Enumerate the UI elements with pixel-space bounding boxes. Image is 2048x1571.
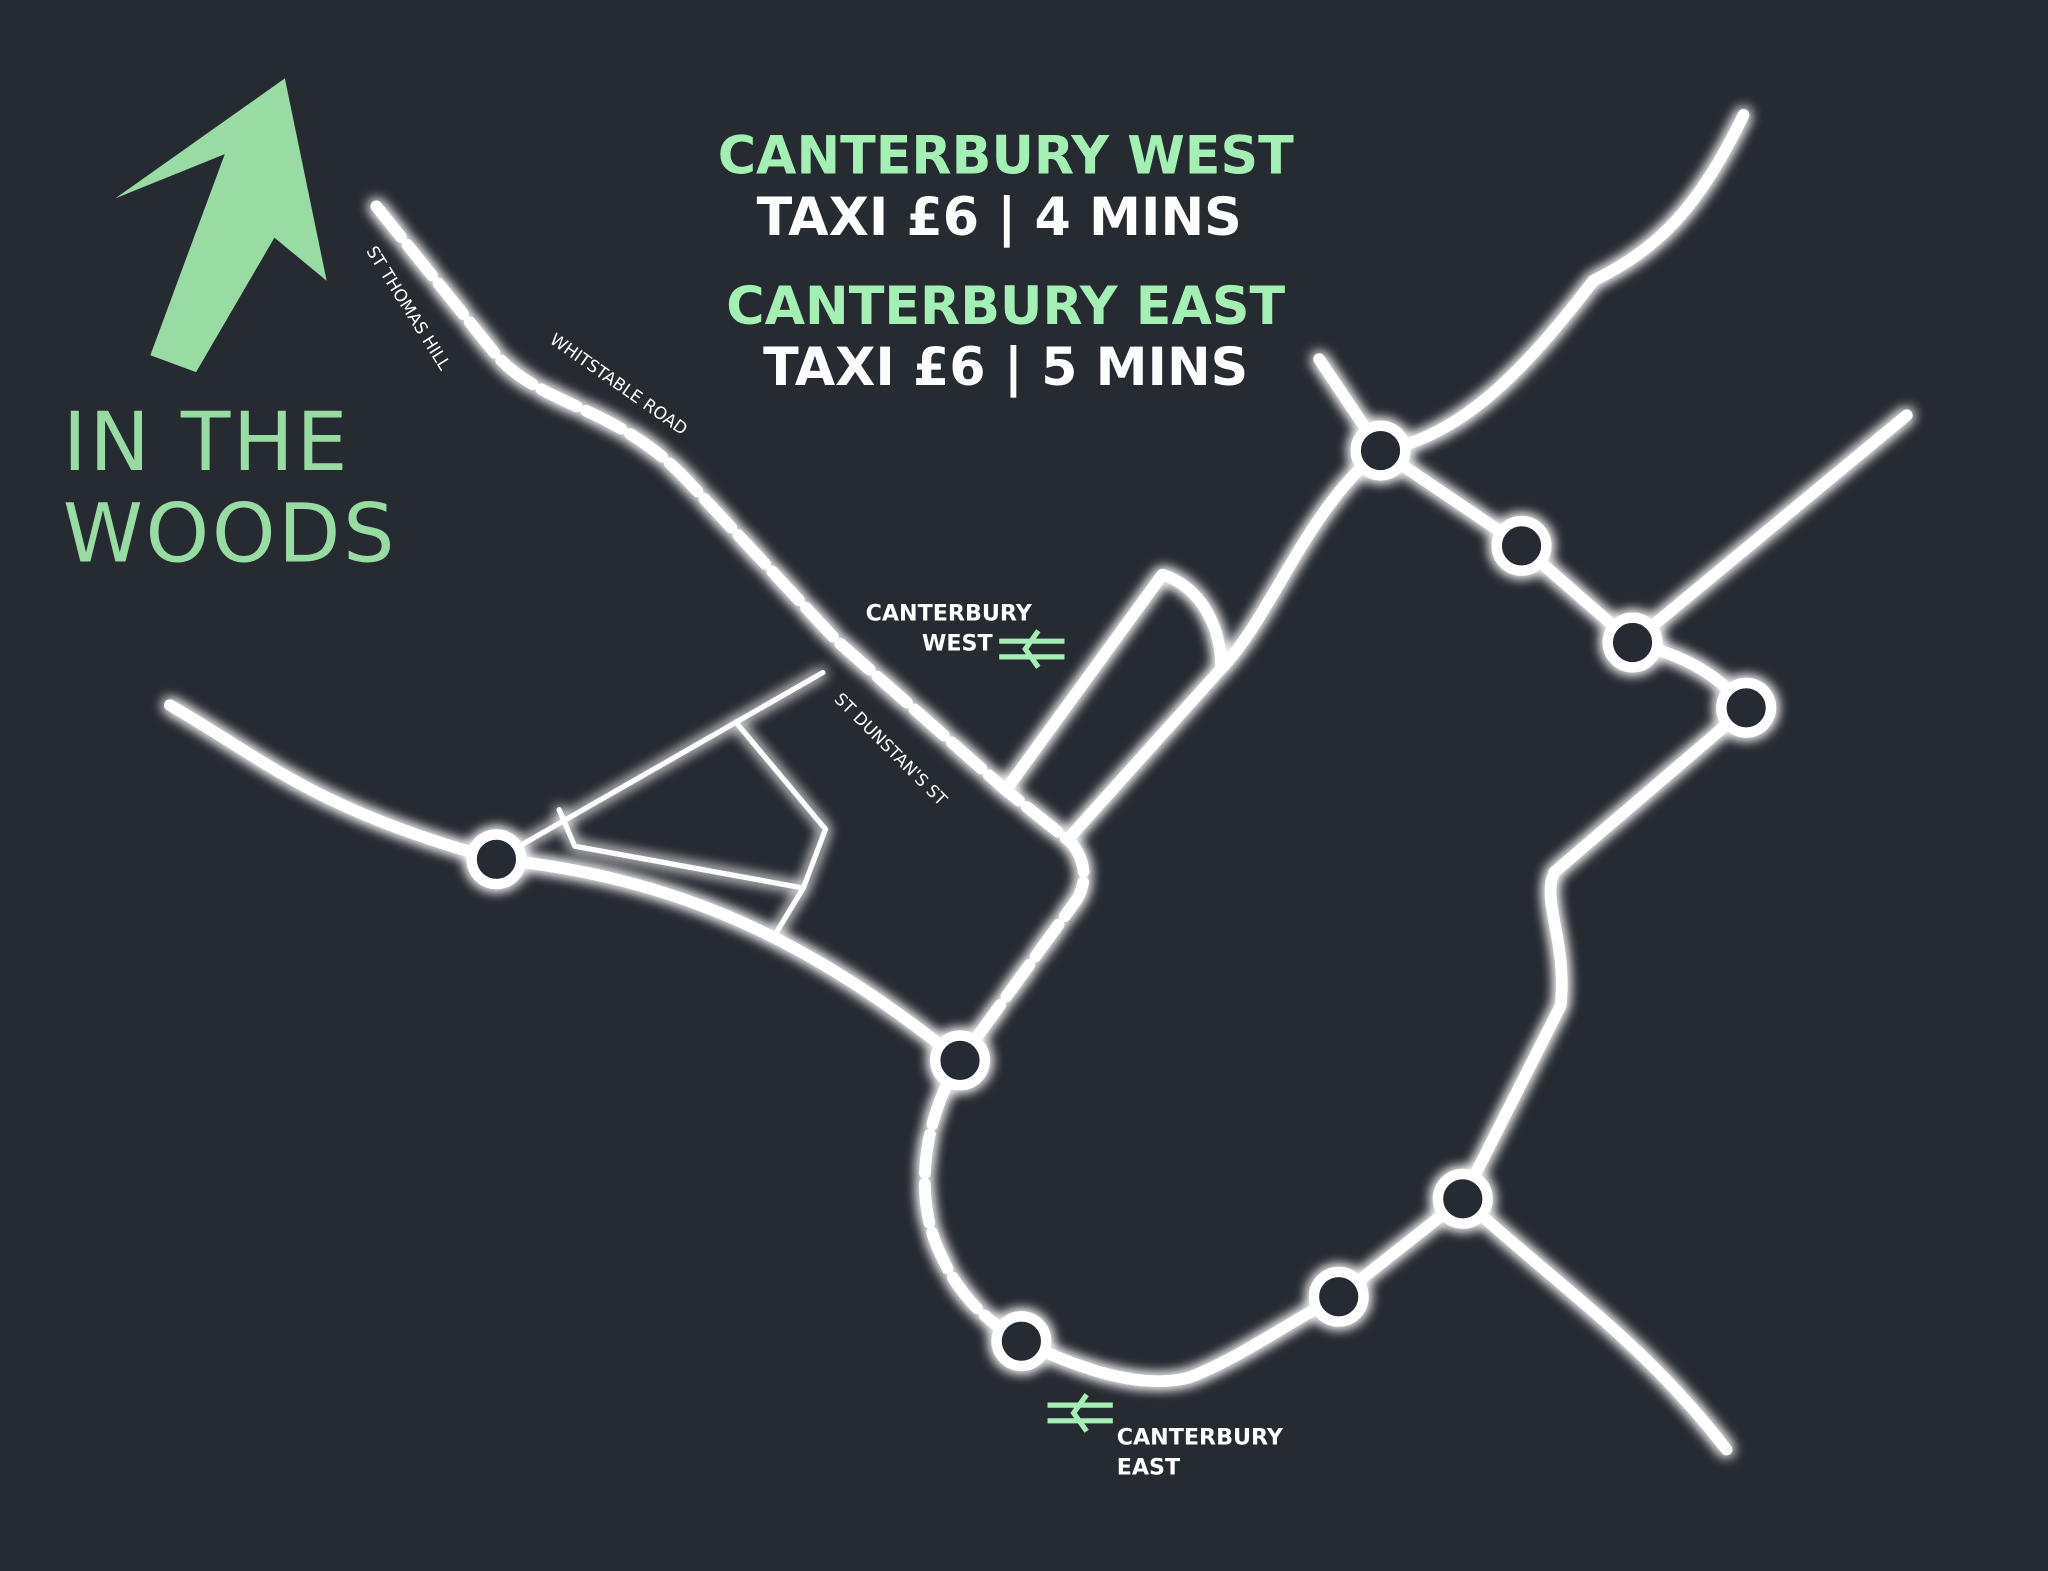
roundabout xyxy=(1491,515,1552,576)
road-network xyxy=(164,109,1913,1456)
route-path xyxy=(370,200,1090,1348)
rail-icon xyxy=(1047,1393,1113,1433)
road-north xyxy=(1313,109,1750,457)
direction-arrow-icon xyxy=(115,78,327,373)
roundabout xyxy=(1308,1266,1369,1327)
roundabout xyxy=(929,1030,991,1091)
info-details-east: TAXI £6 | 5 MINS xyxy=(763,338,1248,398)
road-label-st-thomas-hill: ST THOMAS HILL xyxy=(362,243,455,375)
info-station-east: CANTERBURY EAST xyxy=(726,277,1285,337)
destination-line2: WOODS xyxy=(63,488,397,582)
road-label-st-dunstans-st: ST DUNSTAN'S ST xyxy=(830,689,951,810)
roundabout xyxy=(1432,1168,1493,1229)
info-details-west: TAXI £6 | 4 MINS xyxy=(757,188,1242,248)
roundabout xyxy=(1602,612,1663,673)
roundabout xyxy=(991,1311,1052,1372)
road-south-east xyxy=(1456,1192,1733,1456)
roundabout xyxy=(1716,677,1777,738)
road-west xyxy=(164,699,966,1067)
road-side xyxy=(493,669,826,862)
road-station-west xyxy=(999,568,1228,796)
station-west-line1: CANTERBURY xyxy=(866,600,1033,626)
road-north-east-link xyxy=(1065,444,1387,842)
ring-road xyxy=(1015,444,1753,1388)
station-east-line2: EAST xyxy=(1117,1454,1181,1480)
info-station-west: CANTERBURY WEST xyxy=(718,127,1294,187)
destination-line1: IN THE xyxy=(63,396,350,490)
station-east-line1: CANTERBURY xyxy=(1117,1424,1284,1450)
station-west-line2: WEST xyxy=(922,630,994,656)
roundabout xyxy=(1350,420,1411,481)
road-east xyxy=(1626,409,1913,649)
road-block xyxy=(556,722,829,934)
rail-icon xyxy=(999,629,1065,669)
roundabout xyxy=(466,829,527,890)
